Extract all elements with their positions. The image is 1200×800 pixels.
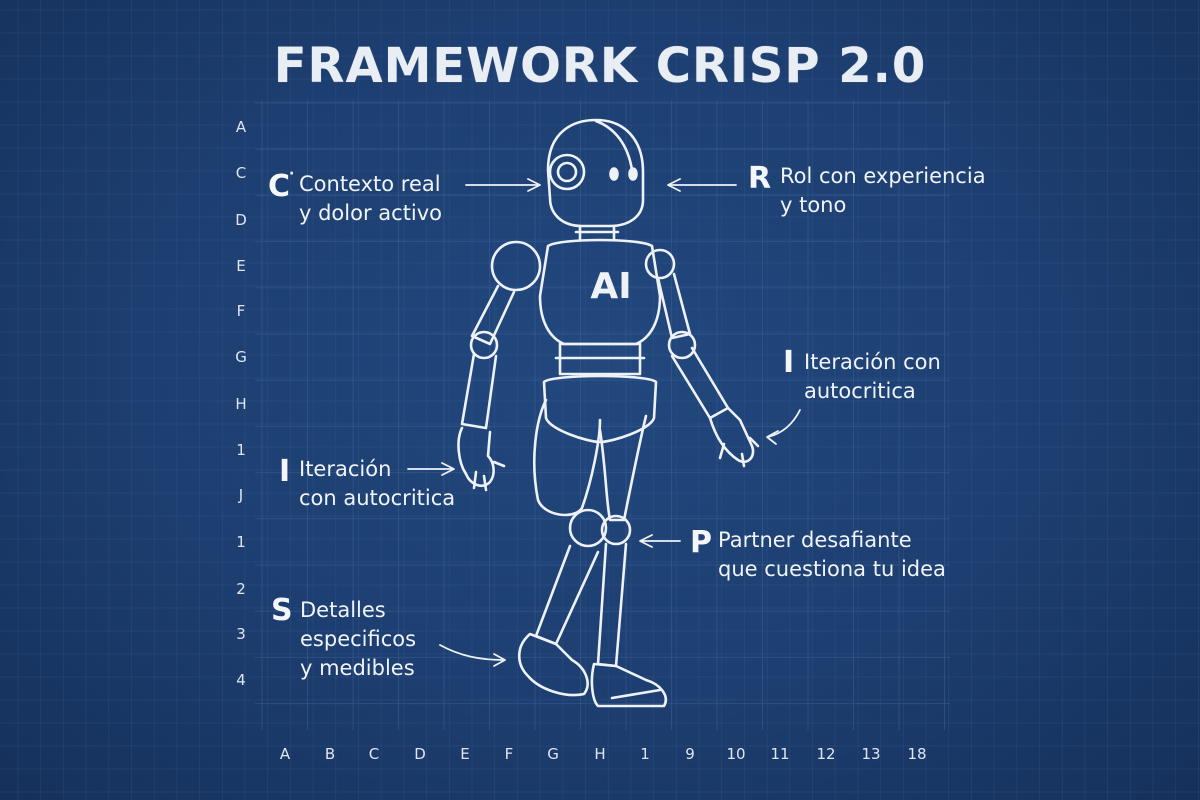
callout-r-line1: Rol con experiencia bbox=[780, 164, 986, 188]
row-label: H bbox=[235, 395, 247, 413]
arrow-s bbox=[439, 644, 506, 667]
robot-right-foot bbox=[590, 662, 667, 708]
column-label: 11 bbox=[770, 745, 790, 763]
column-label: H bbox=[594, 745, 606, 763]
row-label: 3 bbox=[236, 625, 246, 643]
callout-s-text: Detalles especificos y medibles bbox=[300, 596, 416, 683]
callout-s-line3: y medibles bbox=[300, 656, 415, 680]
arrow-i-left bbox=[407, 462, 455, 476]
robot-left-shoulder bbox=[490, 240, 542, 292]
robot-left-hand bbox=[457, 426, 506, 492]
robot-torso bbox=[538, 238, 662, 346]
callout-letter-s: S bbox=[271, 593, 293, 628]
column-label: 1 bbox=[640, 745, 650, 763]
row-label: E bbox=[236, 257, 246, 275]
column-label: 18 bbox=[907, 745, 927, 763]
robot-right-upper-arm bbox=[656, 272, 692, 340]
row-label: 4 bbox=[236, 671, 246, 689]
callout-i-left-line1: Iteración bbox=[299, 457, 392, 481]
arrow-c bbox=[465, 178, 541, 192]
callout-letter-p: P bbox=[690, 525, 712, 560]
callout-p-line2: que cuestiona tu idea bbox=[718, 557, 946, 581]
column-label: 10 bbox=[726, 745, 746, 763]
robot-head bbox=[546, 118, 645, 228]
callout-i-right-text: Iteración con autocritica bbox=[804, 348, 941, 406]
callout-c-text: Contexto real y dolor activo bbox=[299, 170, 442, 228]
column-label: E bbox=[460, 745, 470, 763]
column-label: B bbox=[324, 745, 336, 763]
row-label: 1 bbox=[236, 533, 246, 551]
robot-left-foot bbox=[517, 632, 589, 697]
robot-neck bbox=[574, 224, 620, 242]
column-label: C bbox=[368, 745, 380, 763]
robot-left-elbow bbox=[469, 330, 499, 360]
robot-pelvis bbox=[542, 374, 658, 444]
robot-ear-outer bbox=[548, 153, 586, 191]
robot-right-shoulder bbox=[644, 248, 676, 280]
callout-letter-c: C bbox=[268, 169, 291, 204]
callout-letter-i-right: I bbox=[783, 345, 795, 380]
robot-head-seam bbox=[594, 119, 634, 172]
callout-c-line2: y dolor activo bbox=[299, 201, 443, 225]
robot-chest-label: AI bbox=[590, 266, 631, 307]
row-label: G bbox=[235, 348, 247, 366]
robot-ear-inner bbox=[556, 161, 578, 183]
robot-left-upper-arm bbox=[470, 284, 516, 346]
column-label: 12 bbox=[816, 745, 836, 763]
column-label: D bbox=[414, 745, 426, 763]
callout-i-left-line2: con autocritica bbox=[299, 486, 456, 510]
row-label: D bbox=[235, 211, 247, 229]
arrow-p bbox=[639, 534, 681, 548]
callout-s-line1: Detalles bbox=[300, 598, 386, 622]
robot-right-hand bbox=[708, 406, 760, 468]
callout-i-right-line1: Iteración con bbox=[804, 350, 941, 374]
row-label: F bbox=[236, 302, 246, 320]
robot-right-knee bbox=[600, 514, 632, 546]
row-label: J bbox=[238, 486, 244, 504]
callout-letter-c-mark: · bbox=[289, 166, 295, 182]
robot-left-eye bbox=[609, 167, 619, 181]
robot-left-forearm bbox=[460, 352, 498, 430]
callout-letter-r: R bbox=[748, 161, 772, 196]
robot-right-eye bbox=[628, 167, 638, 181]
row-label: 1 bbox=[236, 441, 246, 459]
diagram-title: FRAMEWORK CRISP 2.0 bbox=[273, 38, 927, 94]
callout-r-line2: y tono bbox=[780, 193, 847, 217]
callout-r-text: Rol con experiencia y tono bbox=[780, 162, 986, 220]
callout-p-text: Partner desafiante que cuestiona tu idea bbox=[718, 526, 946, 584]
callout-letter-i-left: I bbox=[279, 454, 291, 489]
row-label: C bbox=[235, 164, 247, 182]
column-label: F bbox=[504, 745, 514, 763]
arrow-i-right bbox=[766, 409, 801, 445]
callout-i-left-text: Iteración con autocritica bbox=[299, 455, 455, 513]
callout-c-line1: Contexto real bbox=[299, 172, 441, 196]
callout-p-line1: Partner desafiante bbox=[718, 528, 912, 552]
callout-i-right-line2: autocritica bbox=[804, 379, 916, 403]
arrow-r bbox=[667, 178, 737, 192]
robot-left-knee bbox=[568, 508, 608, 548]
column-label: 13 bbox=[861, 745, 881, 763]
row-label: A bbox=[235, 118, 247, 136]
robot-left-thigh bbox=[533, 398, 602, 517]
robot-right-elbow bbox=[667, 330, 697, 360]
robot-right-forearm bbox=[670, 346, 730, 420]
column-label: G bbox=[547, 745, 559, 763]
column-label: A bbox=[279, 745, 291, 763]
column-label: 9 bbox=[685, 745, 695, 763]
row-label: 2 bbox=[236, 580, 246, 598]
callout-s-line2: especificos bbox=[300, 627, 417, 651]
robot-abdomen bbox=[554, 342, 646, 376]
